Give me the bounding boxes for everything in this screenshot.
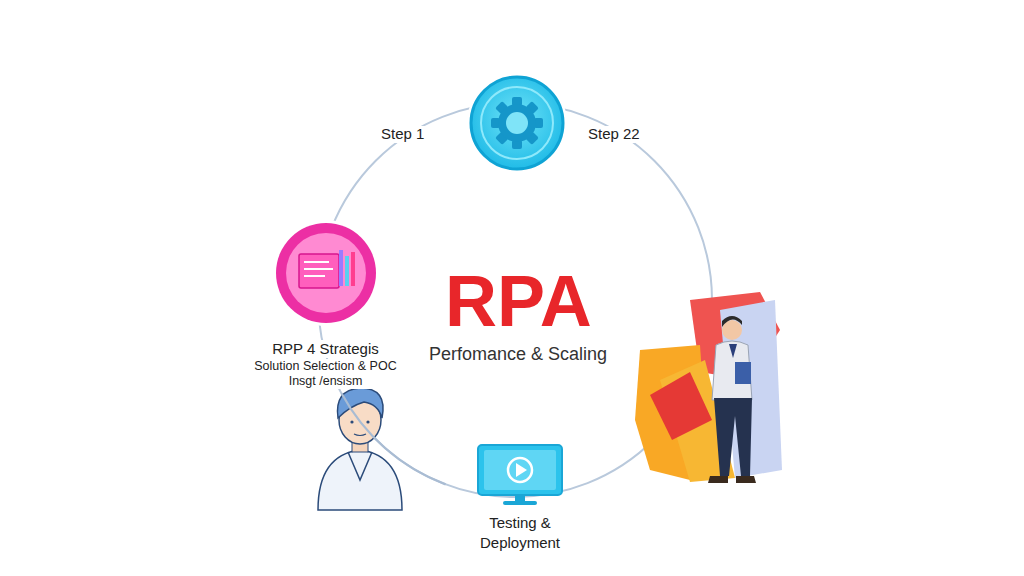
person-bust [318, 388, 402, 510]
node-body: Solution Selection & POC Insgt /ensism [243, 359, 408, 389]
strategy-node: RPP 4 StrategisSolution Selection & POC … [238, 218, 413, 389]
business-figure [635, 292, 782, 483]
gear-icon [467, 73, 567, 173]
node-heading: RPP 4 Strategis [243, 340, 408, 358]
node-heading: Testing & Deployment [477, 513, 563, 554]
step-label: Step 22 [585, 126, 643, 143]
title-acronym: RPA [442, 262, 595, 341]
document-icon [271, 218, 381, 328]
subtitle-label: Perfomance & Scaling [426, 345, 610, 365]
deployment-node: Testing & Deployment [450, 443, 590, 554]
cycle-connector [342, 393, 446, 484]
monitor-icon [475, 443, 565, 507]
step-label: Step 1 [378, 126, 427, 143]
